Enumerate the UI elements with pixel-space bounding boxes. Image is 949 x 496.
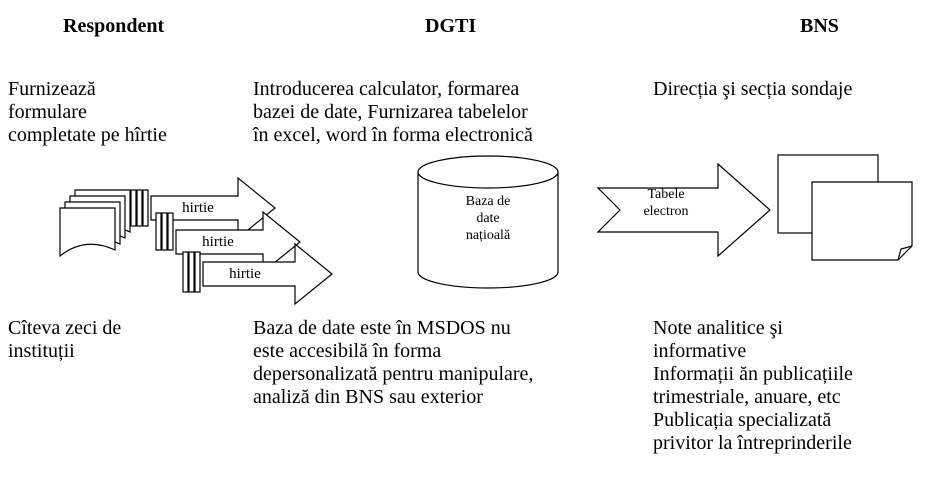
header-respondent: Respondent [63, 15, 165, 37]
paper-arrow-label-3: hirtie [229, 266, 261, 282]
header-bns: BNS [800, 15, 839, 37]
paper-arrow-label-2: hirtie [202, 234, 234, 250]
paper-arrow-3 [182, 242, 333, 306]
dgti-bottom-text: Baza de date este în MSDOS nu este acces… [253, 317, 534, 408]
electronic-arrow-label: Tabele electron [643, 187, 689, 219]
respondent-top-text: Furnizează formulare completate pe hîrti… [8, 78, 167, 146]
dgti-top-text: Introducerea calculator, formarea bazei … [253, 78, 533, 146]
paper-arrow-1 [130, 176, 276, 240]
database-label: Baza de date națioală [465, 194, 511, 243]
documents-icon [777, 154, 913, 261]
respondent-bottom-text: Cîteva zeci de instituții [8, 317, 122, 362]
paper-forms-icon [59, 189, 131, 258]
bns-bottom-text: Note analitice şi informative Informații… [653, 317, 853, 454]
database-cylinder-icon [417, 155, 559, 289]
electronic-tables-arrow [596, 162, 771, 258]
header-dgti: DGTI [425, 15, 477, 37]
paper-arrow-label-1: hirtie [182, 200, 214, 216]
bns-top-text: Direcția şi secția sondaje [653, 78, 853, 100]
paper-arrow-2 [155, 210, 301, 274]
